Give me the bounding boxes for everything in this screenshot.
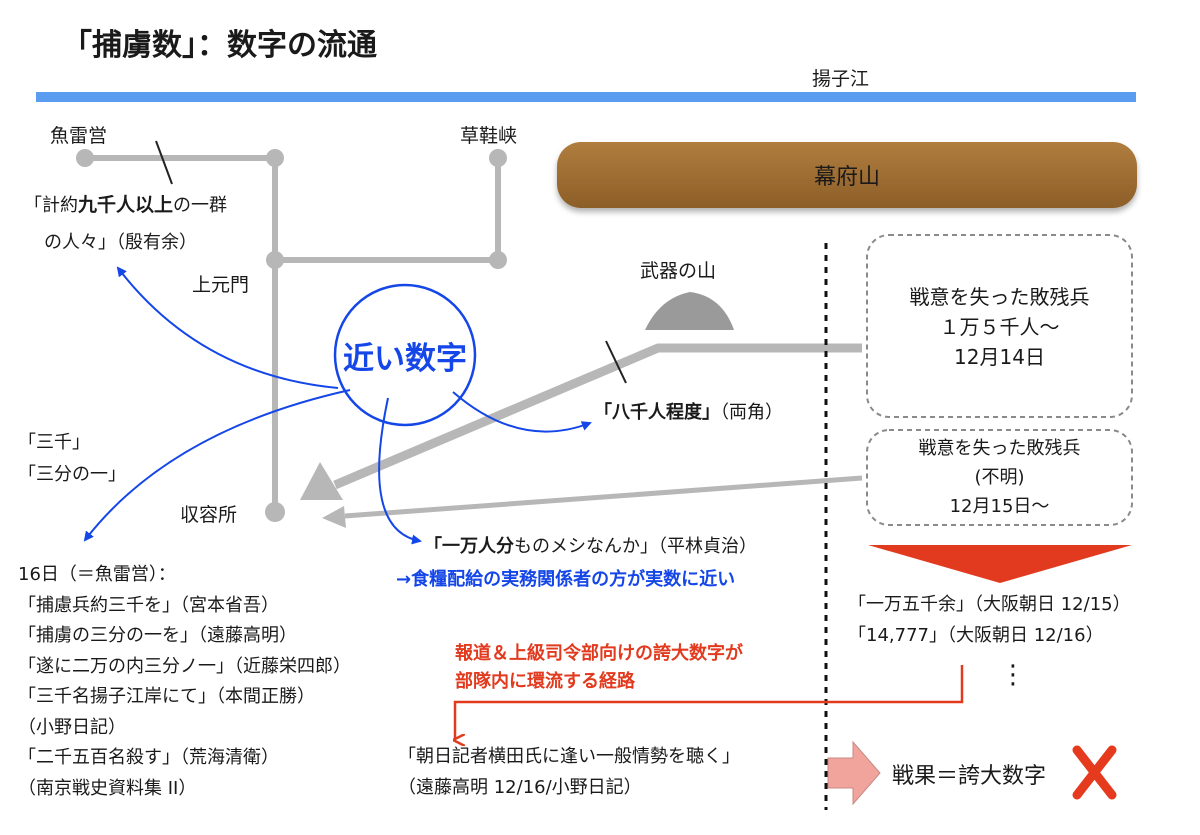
box-15th-line-1: 戦意を失った敗残兵 bbox=[918, 438, 1081, 459]
day16-list: 16日（＝魚雷営）： 「捕慮兵約三千を」（宮本省吾） 「捕虜の三分の一を」（遠藤… bbox=[18, 560, 351, 804]
place-jogenmon: 上元門 bbox=[192, 274, 250, 296]
quote-sanbun: 「三分の一」 bbox=[18, 464, 126, 485]
asahi-line: 「14,777」（大阪朝日 12/16） bbox=[848, 624, 1104, 646]
near-numbers-label: 近い数字 bbox=[343, 340, 467, 377]
day16-line: 「捕虜の三分の一を」（遠藤高明） bbox=[18, 625, 297, 646]
box-14th-frame bbox=[866, 234, 1133, 418]
quote-ryokaku: 「八千人程度」（両角） bbox=[594, 398, 783, 424]
day16-line: 「捕慮兵約三千を」（宮本省吾） bbox=[18, 594, 279, 616]
asahi-list: 「一万五千余」（大阪朝日 12/15） 「14,777」（大阪朝日 12/16） bbox=[848, 590, 1131, 651]
quote-hirabayashi-post: ものメシなんか」（平林貞治） bbox=[514, 536, 757, 557]
day16-line: （小野日記） bbox=[18, 716, 126, 738]
box-14th-line-2: １万５千人〜 bbox=[939, 315, 1060, 339]
asahi-reporter-line: 「朝日記者横田氏に逢い一般情勢を聴く」 bbox=[398, 746, 740, 767]
day16-line: 「三千名揚子江岸にて」（本間正勝） bbox=[18, 686, 315, 707]
near-numbers-circle bbox=[333, 283, 477, 427]
box-15th-line-2: (不明) bbox=[974, 467, 1025, 488]
tick-ryokaku bbox=[605, 340, 627, 384]
quote-in-youyo-pre: 「計約 bbox=[24, 195, 78, 216]
weapons-pile-shape bbox=[645, 292, 734, 330]
day16-line: （南京戦史資料集 II） bbox=[18, 777, 197, 799]
quote-hirabayashi: 「一万人分ものメシなんか」（平林貞治） bbox=[424, 532, 757, 558]
result-label: 戦果＝誇大数字 bbox=[892, 764, 1047, 789]
place-gyoraiei: 魚雷営 bbox=[50, 125, 108, 147]
quote-in-youyo: 「計約九千人以上の一群 bbox=[24, 190, 227, 217]
day16-line: 「二千五百名殺す」（荒海清衛） bbox=[18, 747, 279, 768]
blue-arrows bbox=[83, 266, 592, 545]
box-14th-line-3: 12月14日 bbox=[954, 345, 1045, 369]
road-network bbox=[82, 155, 501, 515]
day16-line: 16日（＝魚雷営）： bbox=[18, 564, 176, 585]
mountain-bakufuzan bbox=[557, 142, 1137, 208]
weapons-pile-label: 武器の山 bbox=[640, 260, 717, 282]
quote-sansen: 「三千」 bbox=[18, 432, 90, 453]
cross-icon bbox=[1072, 745, 1117, 800]
box-15th-frame bbox=[866, 429, 1133, 526]
box-14th-text: 戦意を失った敗残兵 １万５千人〜 12月14日 bbox=[867, 282, 1132, 372]
red-return-path bbox=[455, 665, 964, 740]
box-15th-line-3: 12月15日〜 bbox=[949, 496, 1050, 517]
place-shuyosho: 収容所 bbox=[180, 504, 238, 526]
quote-in-youyo-bold: 九千人以上 bbox=[78, 194, 174, 216]
quote-ryokaku-src: （両角） bbox=[720, 402, 783, 423]
gray-route-15th bbox=[322, 475, 863, 528]
quote-hirabayashi-bold: 「一万人分 bbox=[424, 536, 514, 557]
river-label: 揚子江 bbox=[812, 68, 870, 90]
note-red: 報道＆上級司令部向けの誇大数字が 部隊内に環流する経路 bbox=[455, 640, 743, 696]
result-arrow bbox=[827, 740, 881, 806]
quote-in-youyo-line2: の人々」（殷有余） bbox=[44, 232, 197, 253]
river-bar bbox=[36, 92, 1136, 102]
place-sokaikyo: 草鞋峡 bbox=[460, 125, 518, 147]
page-title: 「捕虜数」：数字の流通 bbox=[62, 28, 377, 63]
box-15th-text: 戦意を失った敗残兵 (不明) 12月15日〜 bbox=[867, 434, 1132, 521]
red-down-triangle bbox=[868, 545, 1132, 583]
note-red-line-2: 部隊内に環流する経路 bbox=[455, 671, 635, 692]
quote-in-youyo-post: の一群 bbox=[173, 195, 228, 216]
note-red-line-1: 報道＆上級司令部向けの誇大数字が bbox=[455, 643, 743, 664]
gray-route-14th bbox=[300, 343, 862, 500]
asahi-line: 「一万五千余」（大阪朝日 12/15） bbox=[848, 594, 1131, 615]
ellipsis-mark: ⋮ bbox=[1000, 660, 1026, 690]
day16-line: 「遂に二万の内三分ノ一」（近藤栄四郎） bbox=[18, 655, 351, 677]
tick-gyoraiei bbox=[155, 140, 173, 185]
asahi-reporter-line: （遠藤高明 12/16/小野日記） bbox=[398, 776, 642, 798]
asahi-reporter-quote: 「朝日記者横田氏に逢い一般情勢を聴く」 （遠藤高明 12/16/小野日記） bbox=[398, 742, 740, 803]
road-nodes bbox=[76, 149, 507, 522]
note-blue: →食糧配給の実務関係者の方が実数に近い bbox=[396, 569, 736, 590]
mountain-label: 幕府山 bbox=[813, 165, 880, 190]
quote-ryokaku-bold: 「八千人程度」 bbox=[594, 402, 720, 423]
box-14th-line-1: 戦意を失った敗残兵 bbox=[909, 285, 1090, 309]
